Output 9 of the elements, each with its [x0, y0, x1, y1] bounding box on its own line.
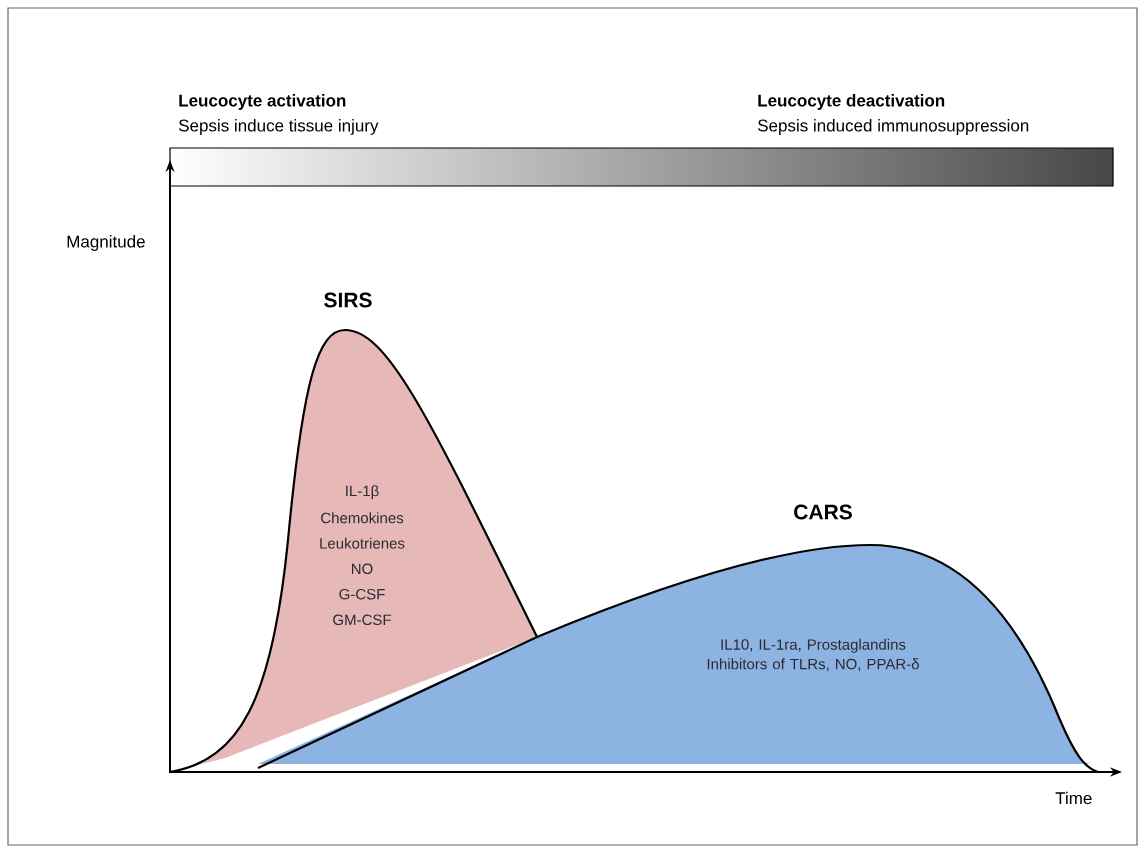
axis-label: Magnitude [67, 235, 145, 251]
node-label: CARS [794, 504, 852, 520]
sirs-curve: SIRS IL-1β Chemokines Leukotrienes NO G-CSF GM-CSF [169, 292, 538, 774]
node-label: SIRS [324, 292, 372, 308]
subheading: Sepsis induced immunosuppression [758, 119, 1029, 135]
heading: Leucocyte activation [179, 94, 346, 110]
axis-label: Time [1055, 791, 1092, 805]
heading: Leucocyte deactivation [758, 94, 945, 110]
subheading: Sepsis induce tissue injury [179, 119, 379, 135]
